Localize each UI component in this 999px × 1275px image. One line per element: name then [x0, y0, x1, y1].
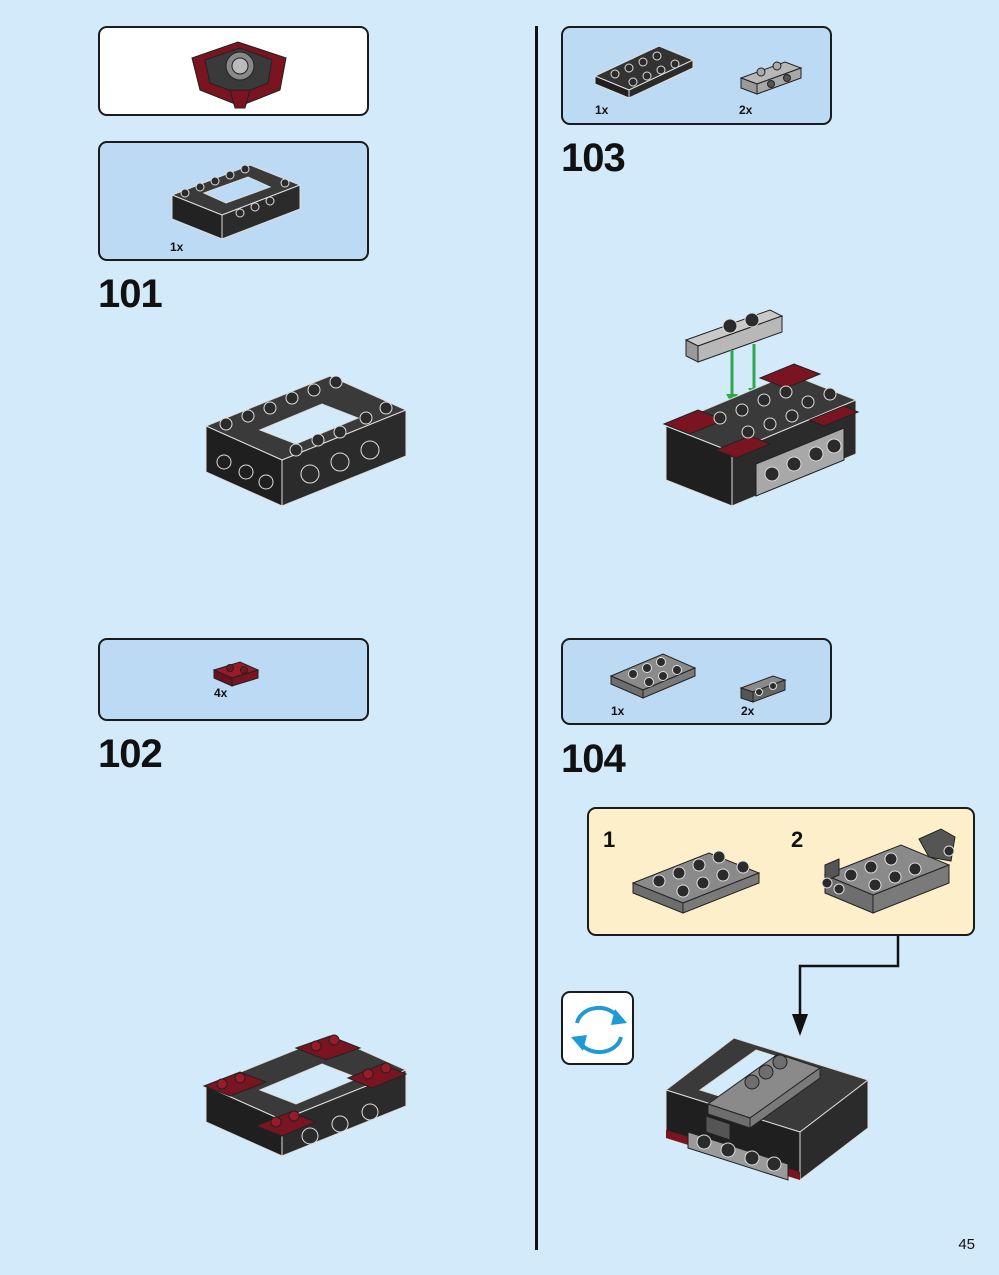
step-102-number: 102: [98, 732, 163, 776]
column-divider: [535, 26, 538, 1250]
substep-1-number: 1: [603, 827, 616, 852]
step-104-part-2-qty: 2x: [741, 704, 755, 718]
rotate-model-callout: [561, 991, 634, 1065]
step-102-assembly-illustration: [202, 1034, 408, 1157]
step-101-number: 101: [98, 272, 163, 316]
black-plate-part-icon: [593, 45, 695, 99]
step-103-assembly-illustration: [662, 309, 860, 507]
step-101-assembly-illustration: [204, 375, 408, 507]
grey-bracket-part-icon: [739, 61, 803, 95]
step-102-part-qty: 4x: [214, 686, 228, 700]
submodel-preview-icon: [191, 41, 287, 109]
substep-1-illustration: [631, 850, 761, 914]
step-104-number: 104: [561, 737, 626, 781]
step-103-parts-box: 1x 2x: [561, 26, 832, 125]
open-brick-frame-part-icon: [170, 164, 302, 240]
step-104-substep-box: 1 2: [587, 807, 975, 936]
step-102-parts-box: 4x: [98, 638, 369, 721]
substep-2-number: 2: [791, 827, 804, 852]
submodel-preview-box: [98, 26, 369, 116]
substep-connector-arrow: [792, 936, 900, 1036]
rotate-icon: [571, 1005, 627, 1055]
red-plate-part-icon: [212, 661, 260, 687]
step-104-parts-box: 1x 2x: [561, 638, 832, 725]
step-104-assembly-illustration: [664, 1037, 870, 1182]
step-103-part-2-qty: 2x: [739, 103, 753, 117]
grey-plate-part-icon: [609, 653, 697, 699]
step-104-part-1-qty: 1x: [611, 704, 625, 718]
step-101-part-qty: 1x: [170, 240, 184, 254]
step-103-number: 103: [561, 136, 626, 180]
page-number: 45: [958, 1236, 975, 1253]
step-101-parts-box: 1x: [98, 141, 369, 261]
step-103-part-1-qty: 1x: [595, 103, 609, 117]
substep-2-illustration: [821, 828, 956, 914]
dark-grey-bracket-part-icon: [739, 675, 787, 703]
